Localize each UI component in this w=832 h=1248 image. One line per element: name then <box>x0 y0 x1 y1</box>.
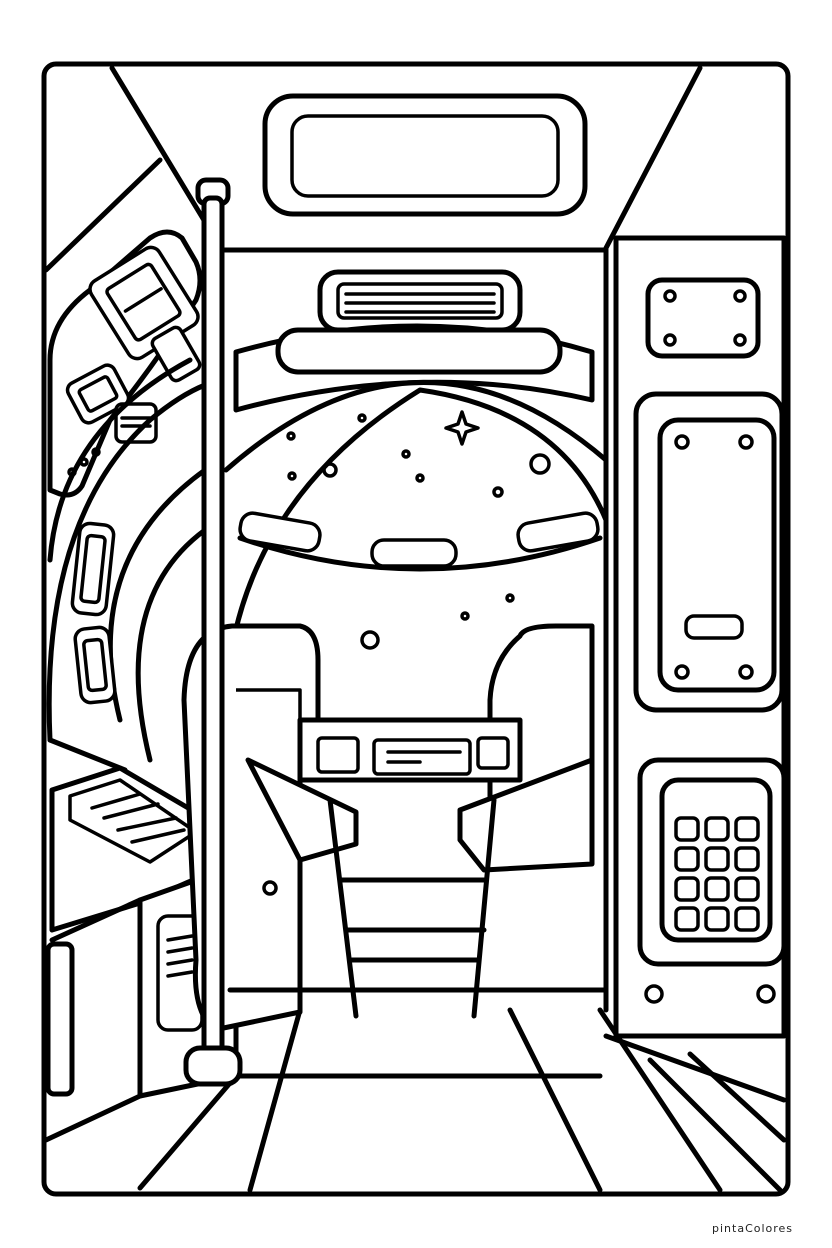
ceiling-vent <box>317 269 523 333</box>
watermark-text: pintaColores <box>712 1222 794 1235</box>
cockpit <box>181 247 609 1033</box>
keypad-button <box>734 876 760 902</box>
keypad <box>674 816 760 932</box>
star-dot <box>286 431 296 441</box>
grab-pole <box>183 177 243 1087</box>
keypad-button <box>704 846 730 872</box>
arch-vent-bottom <box>73 625 117 705</box>
keypad-button <box>704 876 730 902</box>
star-dot <box>529 453 551 475</box>
keypad-button <box>674 816 700 842</box>
star-dot <box>401 449 411 459</box>
keypad-button <box>734 906 760 932</box>
star-dot <box>415 473 425 483</box>
keypad-button <box>734 846 760 872</box>
right-wall-panel <box>603 235 787 1039</box>
door-handle <box>684 614 744 640</box>
star-dot <box>322 462 338 478</box>
keypad-button <box>704 906 730 932</box>
floor <box>43 1007 787 1193</box>
star-dot <box>460 611 470 621</box>
keypad-button <box>734 816 760 842</box>
star-dot <box>505 593 515 603</box>
star-dot <box>360 630 380 650</box>
star-field <box>286 413 551 650</box>
star-dot <box>492 486 504 498</box>
ceiling-light-panel <box>262 93 588 217</box>
window-center-light <box>370 538 458 568</box>
keypad-button <box>674 846 700 872</box>
keypad-button <box>674 906 700 932</box>
ceiling <box>109 65 703 333</box>
star-dot <box>287 471 297 481</box>
keypad-button <box>704 816 730 842</box>
left-wall-console <box>43 157 203 498</box>
sparkle-star <box>444 410 480 446</box>
window-top-bar <box>275 327 563 375</box>
outer-frame <box>41 61 791 1197</box>
keypad-button <box>674 876 700 902</box>
left-arch-wall <box>46 357 208 773</box>
star-dot <box>357 413 367 423</box>
